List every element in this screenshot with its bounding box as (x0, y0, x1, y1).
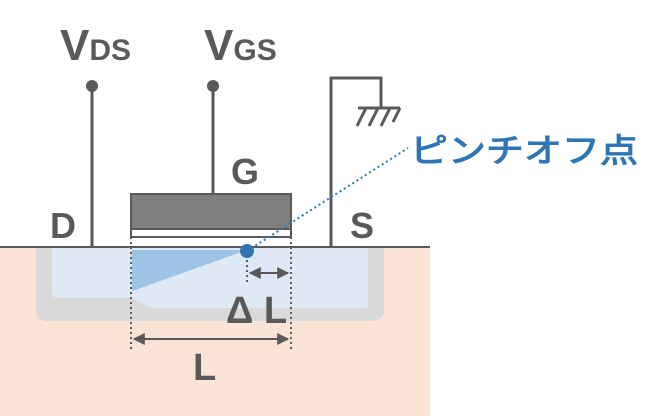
pinch-off-pointer (246, 147, 409, 252)
vgs-label: VGS (204, 21, 277, 70)
vgs-main: V (204, 21, 234, 70)
pinch-off-point (240, 244, 254, 258)
pinched-channel (132, 250, 247, 291)
vds-subscript: DS (89, 34, 131, 67)
ground-icon (355, 106, 402, 127)
gate-label: G (231, 151, 259, 192)
source-wire (329, 76, 383, 247)
vds-main: V (60, 21, 90, 70)
source-label: S (350, 205, 374, 246)
vgs-subscript: GS (233, 34, 276, 67)
gate-oxide (130, 228, 292, 238)
gate-electrode (130, 193, 292, 230)
pinch-off-label: ピンチオフ点 (410, 131, 638, 170)
drain-label: D (50, 205, 76, 246)
delta-l-label: Δ L (226, 290, 287, 332)
length-label: L (193, 347, 216, 389)
vds-label: VDS (60, 21, 131, 70)
vds-terminal-dot (86, 80, 98, 92)
vgs-terminal-dot (207, 80, 219, 92)
